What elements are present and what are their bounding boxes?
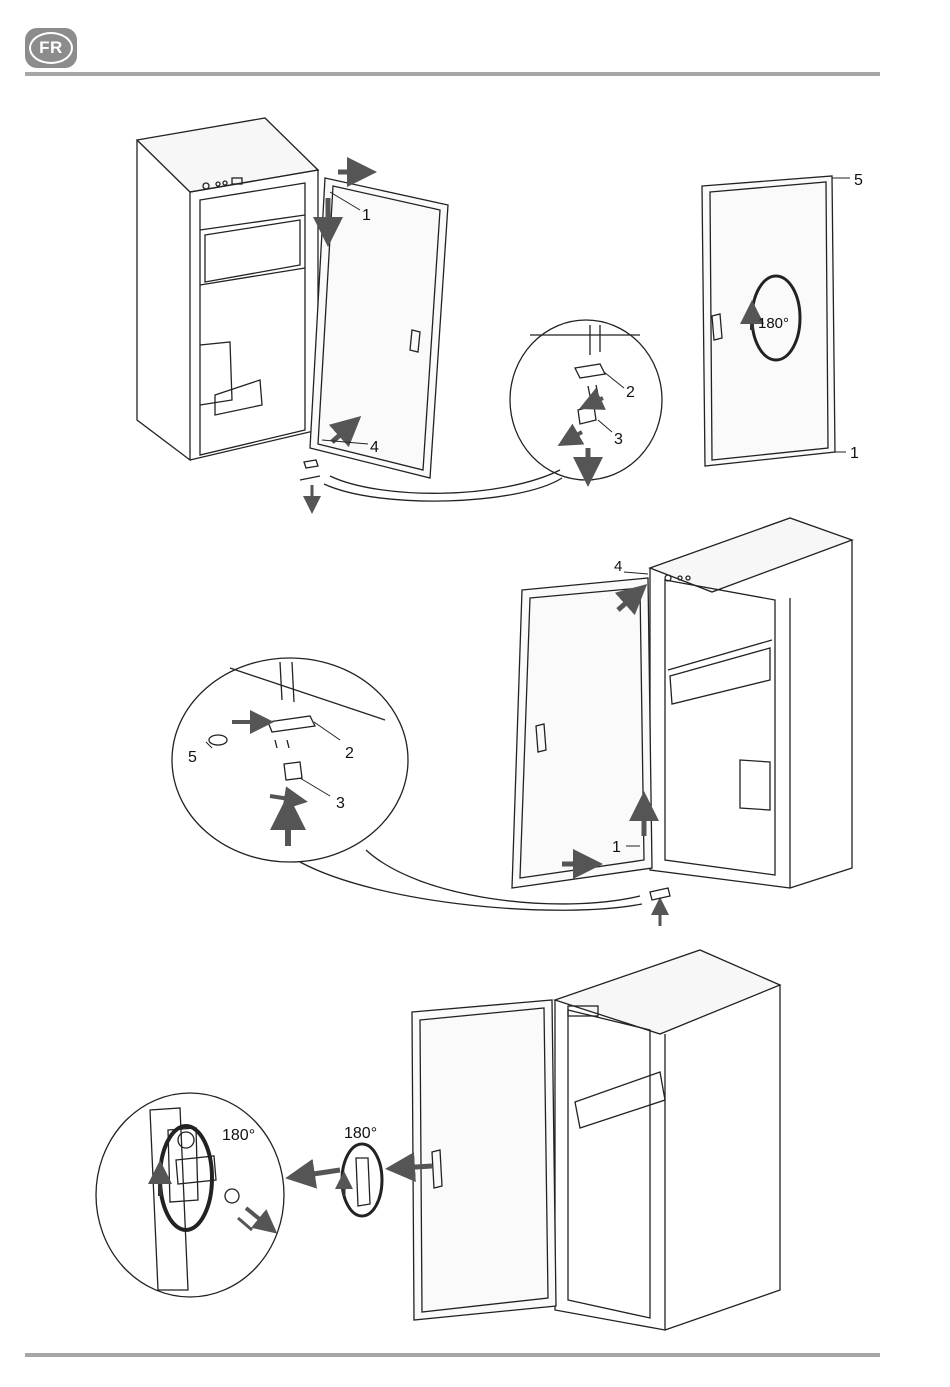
zoom-circle-3: [96, 1093, 284, 1297]
fridge-cabinet-2: [650, 518, 852, 888]
fig1-label-4: 4: [370, 439, 379, 456]
fig3-label-2: 2: [345, 745, 354, 762]
fig1-label-2: 2: [626, 384, 635, 401]
fig2-label-1: 1: [850, 445, 859, 462]
fridge-door-2: [512, 578, 652, 888]
fridge-door-1: [310, 178, 448, 478]
fig1-label-3: 3: [614, 431, 623, 448]
fridge-cabinet-1: [137, 118, 318, 460]
fig3-label-4: 4: [614, 558, 622, 575]
fig3-label-3: 3: [336, 795, 345, 812]
fig3-label-5: 5: [188, 749, 197, 766]
figure-rotate-handle: [96, 950, 780, 1330]
figure-remount-door: [172, 518, 852, 926]
zoom-circle-2: [172, 658, 408, 862]
fig2-rotation: 180°: [758, 315, 789, 332]
fig1-label-1: 1: [362, 207, 371, 224]
fridge-door-3: [412, 1000, 556, 1320]
fig4-rotation-detail: 180°: [222, 1127, 255, 1144]
fig3-label-1: 1: [612, 839, 621, 856]
zoom-circle-1: [510, 320, 662, 480]
fridge-cabinet-3: [555, 950, 780, 1330]
figure-remove-door: [137, 118, 662, 505]
fig4-rotation-handle: 180°: [344, 1125, 377, 1142]
fig2-label-5: 5: [854, 172, 863, 189]
